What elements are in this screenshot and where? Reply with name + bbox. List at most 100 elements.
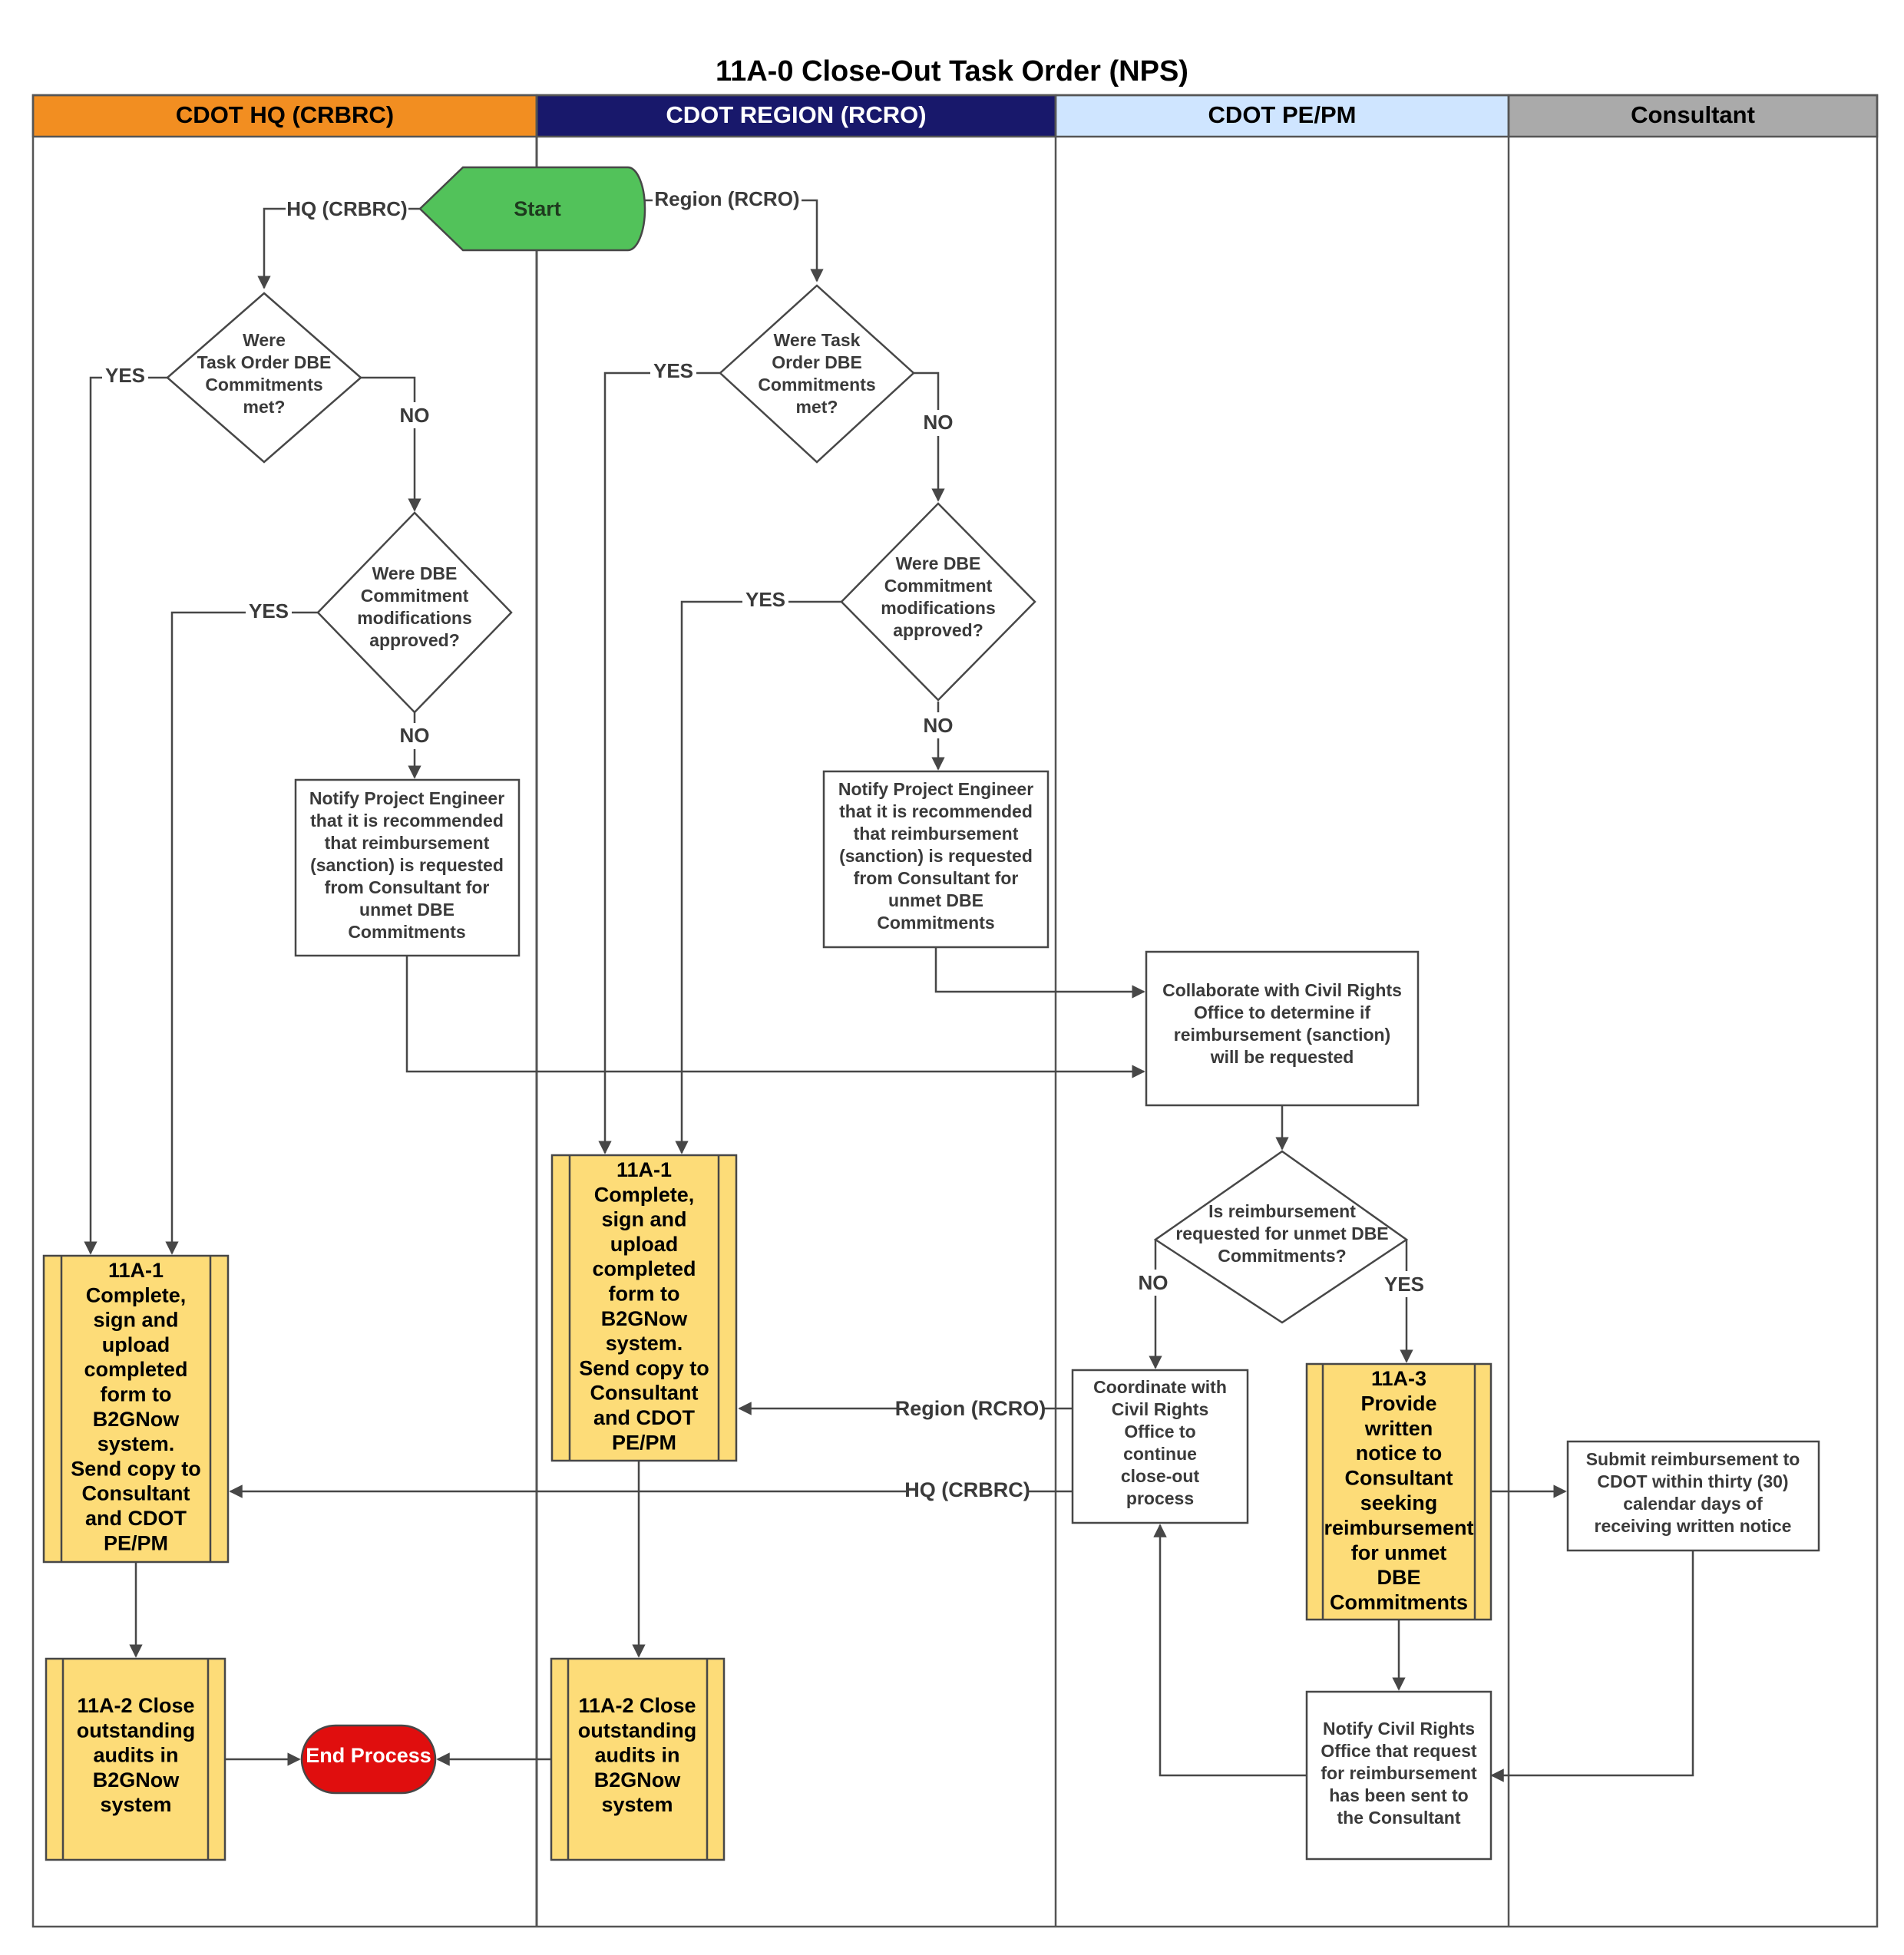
text-line: Commitment xyxy=(884,576,993,596)
text-line: completed xyxy=(84,1358,187,1381)
connector xyxy=(405,956,1145,1078)
connector xyxy=(675,600,841,1154)
text-line: Were xyxy=(243,330,286,350)
text-line: Complete, xyxy=(86,1283,187,1306)
text-line: system. xyxy=(98,1432,175,1455)
text-line: 11A-2 Close xyxy=(578,1694,696,1717)
text-line: Notify Project Engineer xyxy=(838,779,1033,799)
subprocess-11a-2-hq xyxy=(45,1657,226,1861)
subprocess-11a-1-region xyxy=(550,1154,738,1462)
text-line: outstanding xyxy=(77,1719,195,1742)
diagram-title: 11A-0 Close-Out Task Order (NPS) xyxy=(716,55,1188,88)
text-line: requested for unmet DBE xyxy=(1175,1224,1388,1243)
decision-region-modifications-approved xyxy=(840,502,1036,702)
text-line: outstanding xyxy=(578,1719,696,1742)
connector xyxy=(934,947,1145,999)
text-line: seeking xyxy=(1360,1491,1438,1514)
text-line: Commitments xyxy=(205,375,322,395)
text-line: PE/PM xyxy=(612,1431,676,1454)
text-line: Office that request xyxy=(1321,1741,1477,1761)
text-line: for unmet xyxy=(1351,1541,1447,1564)
text-line: met? xyxy=(243,397,286,417)
no-label: NO xyxy=(924,714,954,737)
text-line: unmet DBE xyxy=(359,900,455,920)
text-line: the Consultant xyxy=(1337,1808,1461,1828)
yes-label: YES xyxy=(1384,1273,1424,1296)
branch-label-region: Region (RCRO) xyxy=(654,187,799,210)
text-line: that reimbursement xyxy=(854,824,1019,844)
task-submit-reimbursement xyxy=(1566,1440,1820,1552)
text-line: that it is recommended xyxy=(310,811,504,831)
lane-label-region: CDOT REGION (RCRO) xyxy=(666,101,926,128)
no-label: NO xyxy=(400,404,430,427)
yes-label: YES xyxy=(249,599,289,622)
connector xyxy=(1490,1550,1694,1782)
text-line: modifications xyxy=(357,608,472,628)
end-label: End Process xyxy=(306,1744,431,1767)
start-node xyxy=(418,166,646,252)
text-line: upload xyxy=(610,1233,679,1256)
start-label: Start xyxy=(514,197,561,220)
text-line: calendar days of xyxy=(1623,1494,1763,1514)
text-line: receiving written notice xyxy=(1595,1516,1792,1536)
text-line: system. xyxy=(606,1332,683,1355)
text-line: and CDOT xyxy=(593,1406,696,1429)
text-line: Were DBE xyxy=(896,553,981,573)
text-line: Commitments xyxy=(348,922,465,942)
text-line: PE/PM xyxy=(104,1531,168,1554)
text-line: Notify Civil Rights xyxy=(1323,1719,1475,1739)
end-node xyxy=(300,1724,437,1795)
branch-label-region: Region (RCRO) xyxy=(895,1397,1046,1420)
task-text: Notify Project Engineer that it is recomm… xyxy=(309,788,504,942)
text-line: Were Task xyxy=(774,330,861,350)
subprocess-11a-1-hq xyxy=(42,1254,230,1564)
no-label: NO xyxy=(1139,1271,1169,1294)
connector xyxy=(914,372,945,502)
task-collaborate-civil-rights xyxy=(1145,950,1420,1107)
text-line: that it is recommended xyxy=(839,801,1033,821)
lane-label-pepm: CDOT PE/PM xyxy=(1208,101,1357,128)
text-line: Commitment xyxy=(361,586,469,606)
lane-label-consultant: Consultant xyxy=(1631,101,1755,128)
text-line: written xyxy=(1364,1417,1433,1440)
task-coordinate-civil-rights xyxy=(1071,1369,1249,1524)
text-line: Collaborate with Civil Rights xyxy=(1162,980,1402,1000)
text-line: Commitments xyxy=(877,913,994,933)
lane-label-hq: CDOT HQ (CRBRC) xyxy=(176,101,394,128)
text-line: 11A-1 xyxy=(616,1158,672,1181)
text-line: approved? xyxy=(369,630,460,650)
text-line: Consultant xyxy=(1345,1467,1453,1490)
text-line: Order DBE xyxy=(772,352,862,372)
text-line: Notify Project Engineer xyxy=(309,788,504,808)
text-line: DBE xyxy=(1377,1566,1420,1589)
text-line: Office to xyxy=(1124,1422,1195,1441)
text-line: Were DBE xyxy=(372,563,458,583)
yes-label: YES xyxy=(653,359,693,382)
text-line: Commitments xyxy=(1330,1591,1468,1614)
text-line: Is reimbursement xyxy=(1208,1201,1356,1221)
text-line: form to xyxy=(101,1383,172,1406)
connector xyxy=(598,372,720,1154)
text-line: system xyxy=(601,1793,673,1816)
text-line: reimbursement (sanction) xyxy=(1174,1025,1390,1045)
decision-hq-commitments-met xyxy=(166,292,362,464)
text-line: (sanction) is requested xyxy=(839,846,1033,866)
branch-label-hq: HQ (CRBRC) xyxy=(286,197,407,220)
text-line: Complete, xyxy=(594,1183,695,1206)
decision-reimbursement-requested xyxy=(1153,1150,1409,1324)
yes-label: YES xyxy=(745,588,785,611)
text-line: has been sent to xyxy=(1329,1785,1468,1805)
text-line: from Consultant for xyxy=(854,868,1019,888)
text-line: approved? xyxy=(893,620,983,640)
connector xyxy=(645,199,824,282)
connector xyxy=(84,376,167,1255)
text-line: audits in xyxy=(594,1744,679,1767)
text-line: Commitments xyxy=(758,375,875,395)
